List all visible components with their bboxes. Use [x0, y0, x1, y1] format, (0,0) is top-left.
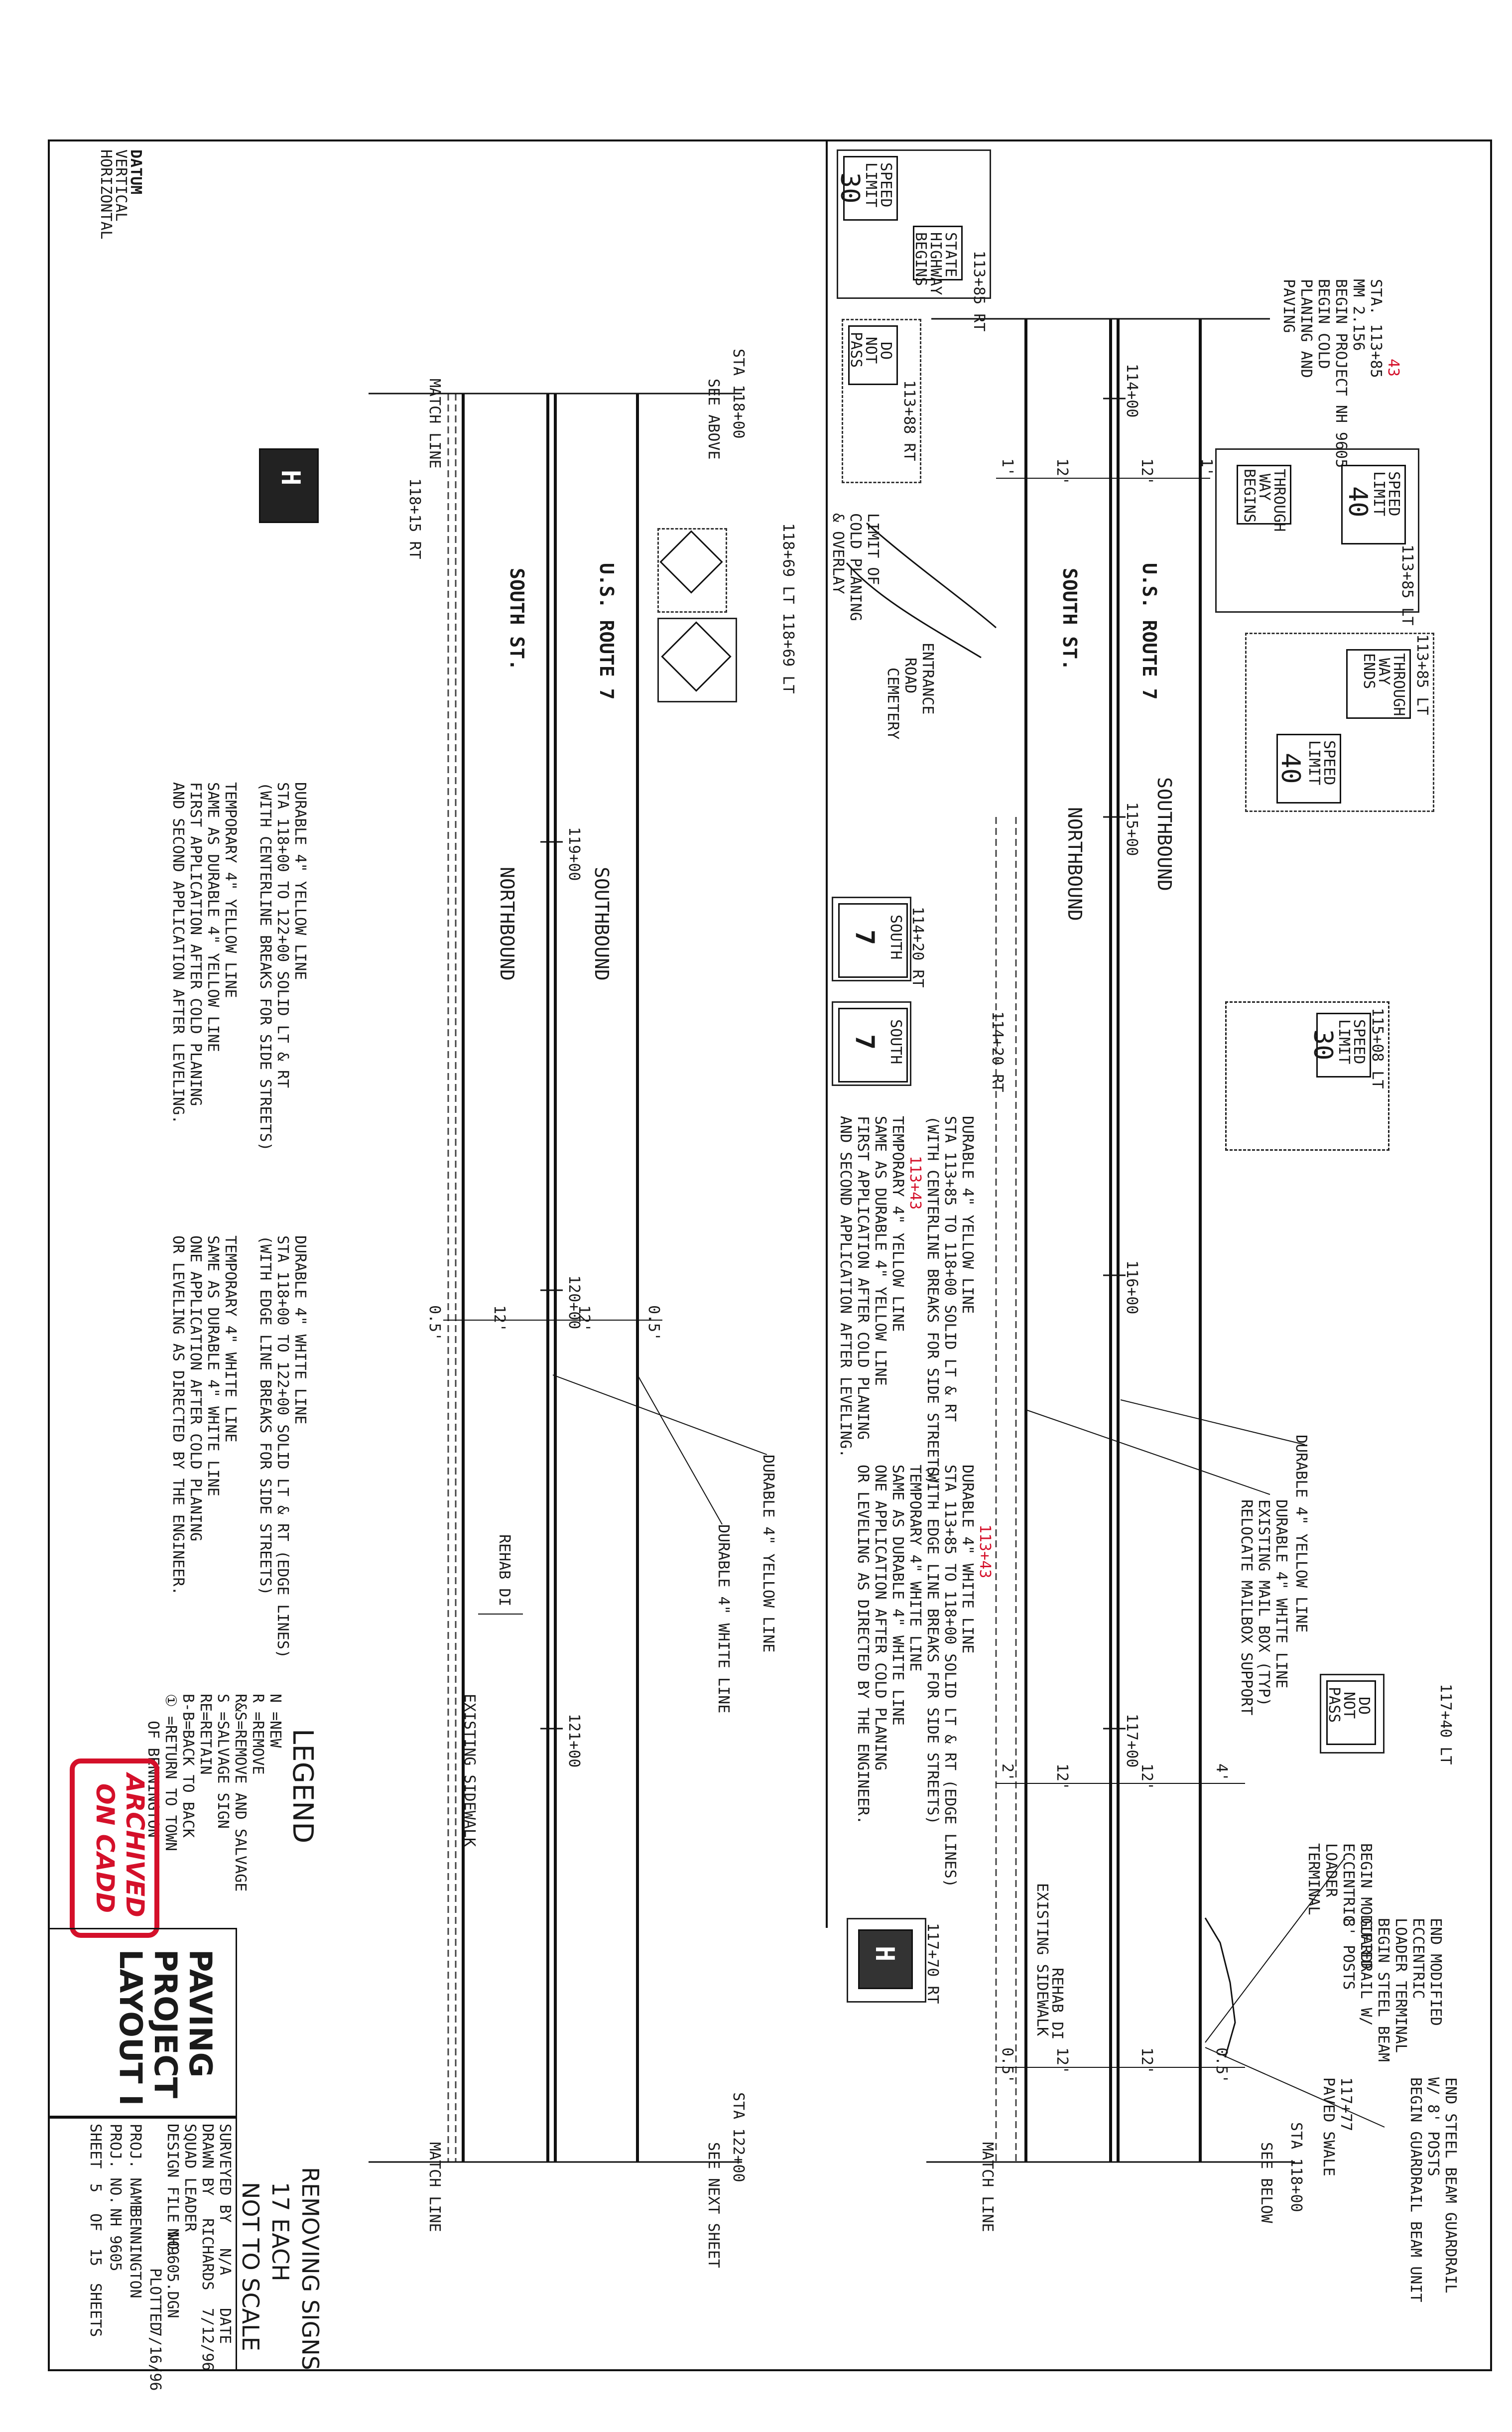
- sign-assembly: SPEED LIMIT 30 STATE HIGHWAY BEGINS 113+…: [835, 149, 991, 332]
- through-way-sign: THROUGH WAY ENDS: [1346, 649, 1411, 719]
- through-way-sign: THROUGH WAY BEGINS: [1237, 465, 1291, 532]
- do-not-pass-sign: DO NOT PASS: [1325, 1680, 1376, 1745]
- speed-limit-sign: SPEED LIMIT 30: [1308, 1013, 1371, 1078]
- speed-limit-sign: SPEED LIMIT 40: [1275, 734, 1341, 804]
- state-highway-sign: STATE HIGHWAY BEGINS: [912, 226, 963, 295]
- speed-limit-sign: SPEED LIMIT 30: [835, 156, 898, 221]
- sign-assembly: H: [847, 1918, 926, 2003]
- sign-assembly: [657, 618, 737, 702]
- sign-assembly: THROUGH WAY ENDS SPEED LIMIT 40 113+85 L…: [1245, 633, 1434, 812]
- sign-assembly: DO NOT PASS: [1320, 1674, 1385, 1754]
- speed-limit-sign: SPEED LIMIT 40: [1341, 465, 1406, 544]
- do-not-pass-sign: DO NOT PASS: [847, 325, 898, 385]
- sign-assembly: SOUTH 7: [832, 897, 911, 981]
- sign-assembly: SOUTH 7: [832, 1001, 911, 1086]
- drawing-frame: [48, 139, 1492, 2371]
- archived-stamp: ARCHIVED ON CADD: [70, 1758, 159, 1938]
- route-7-south-sign: SOUTH 7: [838, 903, 908, 978]
- sign-assembly: SPEED LIMIT 30 115+08 LT: [1225, 1001, 1389, 1151]
- sign-assembly: SPEED LIMIT 40 THROUGH WAY BEGINS 113+85…: [1215, 448, 1419, 626]
- route-7-south-sign: SOUTH 7: [838, 1008, 908, 1082]
- sign-assembly: DO NOT PASS 113+88 RT: [842, 319, 921, 483]
- sign-assembly: [657, 528, 727, 613]
- hospital-sign: H: [858, 1929, 913, 1989]
- hospital-sign: H: [259, 448, 319, 523]
